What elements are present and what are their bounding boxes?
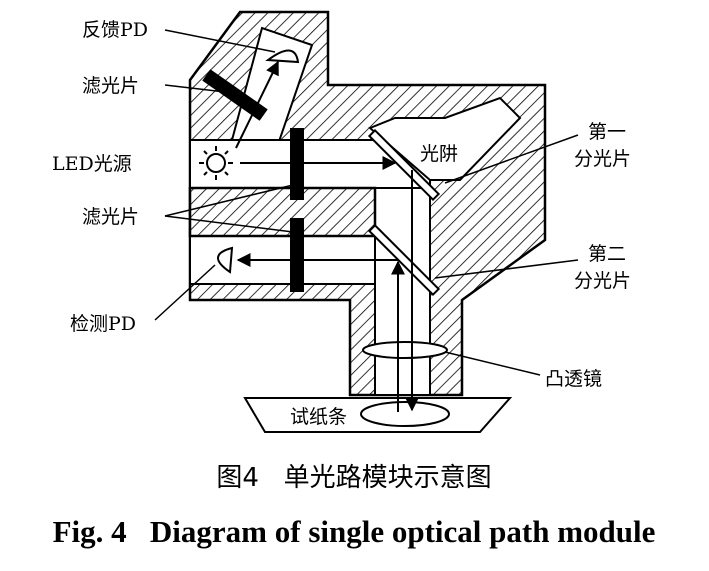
test-spot [360, 401, 450, 427]
label-convex-lens: 凸透镜 [545, 368, 602, 390]
label-light-trap: 光阱 [420, 143, 458, 165]
detect-pd [217, 246, 234, 274]
label-splitter-first-2: 分光片 [574, 148, 631, 170]
leader-feedback-pd [164, 29, 276, 53]
label-test-strip: 试纸条 [290, 406, 347, 428]
label-splitter-second-1: 第二 [588, 243, 626, 265]
splitter-first [367, 128, 441, 202]
leader-splitter-second [434, 259, 579, 279]
label-led-source: LED光源 [52, 153, 132, 175]
caption-chinese: 图4 单光路模块示意图 [216, 463, 491, 493]
label-splitter-first-1: 第一 [588, 121, 626, 143]
leader-splitter-first [444, 134, 579, 184]
vertical-channel [374, 187, 431, 396]
ray-to-feedback [235, 60, 279, 149]
feedback-pd [265, 49, 300, 64]
label-filter-mid: 滤光片 [82, 206, 139, 228]
led-source-icon [199, 146, 233, 180]
light-trap-cavity [368, 96, 522, 181]
filter-mid-lower [290, 218, 304, 292]
leader-lens [444, 351, 541, 376]
leader-filter-top [164, 84, 226, 93]
label-filter-top: 滤光片 [82, 75, 139, 97]
leader-filter-mid-a [164, 184, 294, 217]
caption-english: Fig. 4 Diagram of single optical path mo… [53, 514, 656, 549]
leader-filter-mid-b [164, 215, 294, 233]
label-detect-pd: 检测PD [70, 313, 136, 335]
convex-lens [362, 341, 448, 359]
middle-divider [188, 186, 377, 238]
filter-top [202, 69, 268, 121]
label-splitter-second-2: 分光片 [574, 270, 631, 292]
label-feedback-pd: 反馈PD [82, 19, 148, 41]
leader-detect-pd [154, 264, 216, 321]
